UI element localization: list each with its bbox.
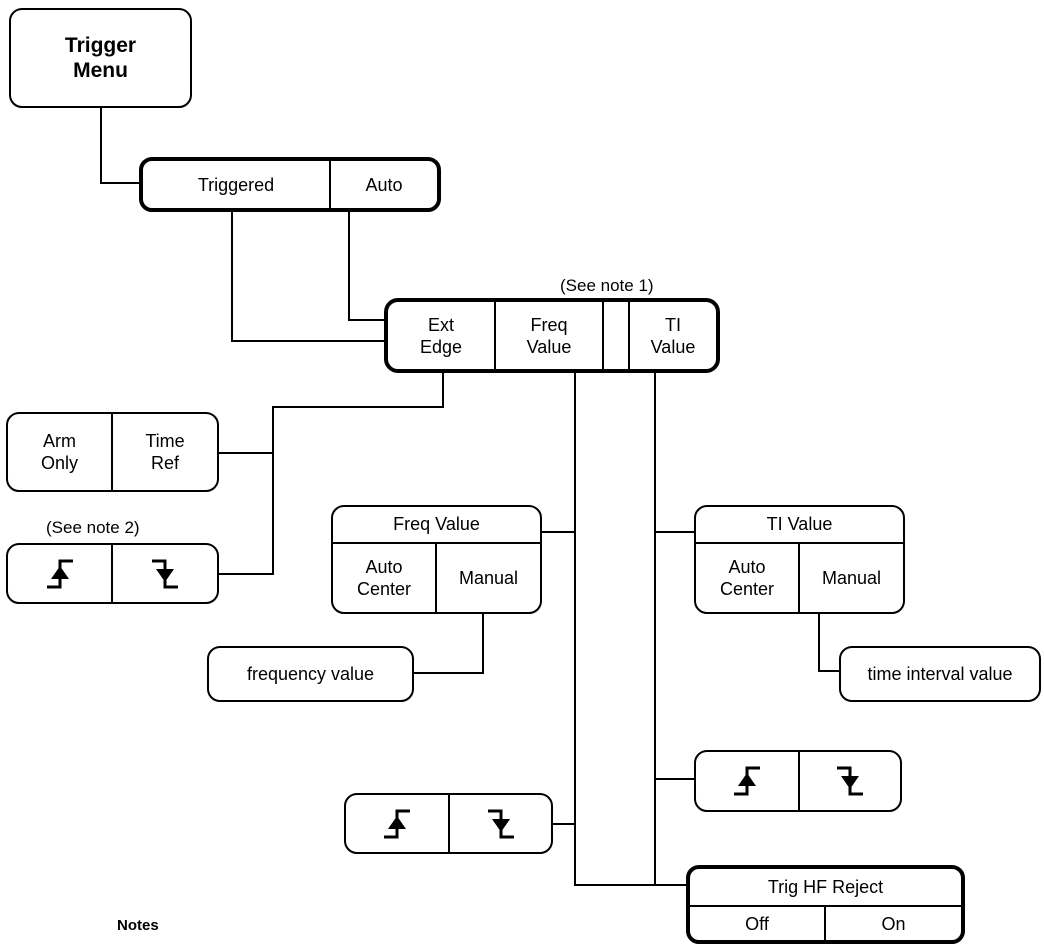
ti-value-menu: TI Value Auto Center Manual	[694, 505, 905, 614]
divider	[602, 302, 604, 369]
ext-slope-menu	[6, 543, 219, 604]
ti-manual-softkey[interactable]: Manual	[821, 568, 882, 588]
frequency-value-field[interactable]: frequency value	[207, 646, 414, 702]
freq-value-softkey[interactable]: Freq Value	[526, 314, 572, 357]
frequency-value-label: frequency value	[246, 664, 375, 684]
arm-menu: Arm Only Time Ref	[6, 412, 219, 492]
ext-falling-edge-softkey[interactable]	[113, 545, 217, 602]
ext-rising-edge-softkey[interactable]	[8, 545, 111, 602]
hf-reject-off-softkey[interactable]: Off	[745, 913, 769, 934]
trig-hf-reject-title: Trig HF Reject	[690, 869, 961, 907]
triggered-softkey[interactable]: Triggered	[197, 174, 275, 195]
divider	[111, 414, 113, 490]
trig-hf-reject-menu: Trig HF Reject Off On	[686, 865, 965, 944]
divider	[494, 302, 496, 369]
rising-edge-icon	[46, 559, 73, 588]
auto-softkey[interactable]: Auto	[365, 174, 403, 195]
trigger-mode-menu: Triggered Auto	[139, 157, 441, 212]
notes-heading: Notes	[117, 917, 159, 934]
time-interval-value-field[interactable]: time interval value	[839, 646, 1041, 702]
ext-edge-softkey[interactable]: Ext Edge	[419, 314, 463, 357]
divider	[111, 545, 113, 602]
divider	[448, 795, 450, 852]
falling-edge-icon	[837, 766, 863, 796]
ti-slope-menu	[694, 750, 902, 812]
divider	[798, 752, 800, 810]
divider	[798, 544, 800, 612]
falling-edge-icon	[487, 809, 514, 838]
see-note-1-label: (See note 1)	[560, 276, 654, 295]
time-ref-softkey[interactable]: Time Ref	[145, 431, 185, 473]
trigger-menu-label: Trigger Menu	[64, 34, 137, 82]
time-interval-value-label: time interval value	[867, 664, 1013, 684]
freq-value-menu: Freq Value Auto Center Manual	[331, 505, 542, 614]
freq-auto-center-softkey[interactable]: Auto Center	[356, 557, 412, 599]
rising-edge-icon	[734, 766, 760, 796]
ti-rising-edge-softkey[interactable]	[696, 752, 798, 810]
arm-only-softkey[interactable]: Arm Only	[40, 431, 78, 473]
divider	[628, 302, 630, 369]
ti-auto-center-softkey[interactable]: Auto Center	[719, 557, 775, 599]
freq-falling-edge-softkey[interactable]	[450, 795, 551, 852]
trigger-menu-box[interactable]: Trigger Menu	[9, 8, 192, 108]
ti-falling-edge-softkey[interactable]	[800, 752, 900, 810]
freq-value-menu-title: Freq Value	[333, 507, 540, 544]
divider	[329, 161, 331, 208]
hf-reject-on-softkey[interactable]: On	[881, 913, 906, 934]
rising-edge-icon	[384, 809, 410, 838]
omitted-keys-gap	[604, 302, 630, 369]
divider	[435, 544, 437, 612]
see-note-2-label: (See note 2)	[46, 518, 140, 537]
divider	[824, 907, 826, 940]
trigger-source-menu: Ext Edge Freq Value TI Value	[384, 298, 720, 373]
falling-edge-icon	[152, 559, 178, 588]
ti-value-softkey[interactable]: TI Value	[650, 314, 696, 357]
freq-manual-softkey[interactable]: Manual	[458, 568, 519, 588]
ti-value-menu-title: TI Value	[696, 507, 903, 544]
freq-rising-edge-softkey[interactable]	[346, 795, 448, 852]
freq-slope-menu	[344, 793, 553, 854]
